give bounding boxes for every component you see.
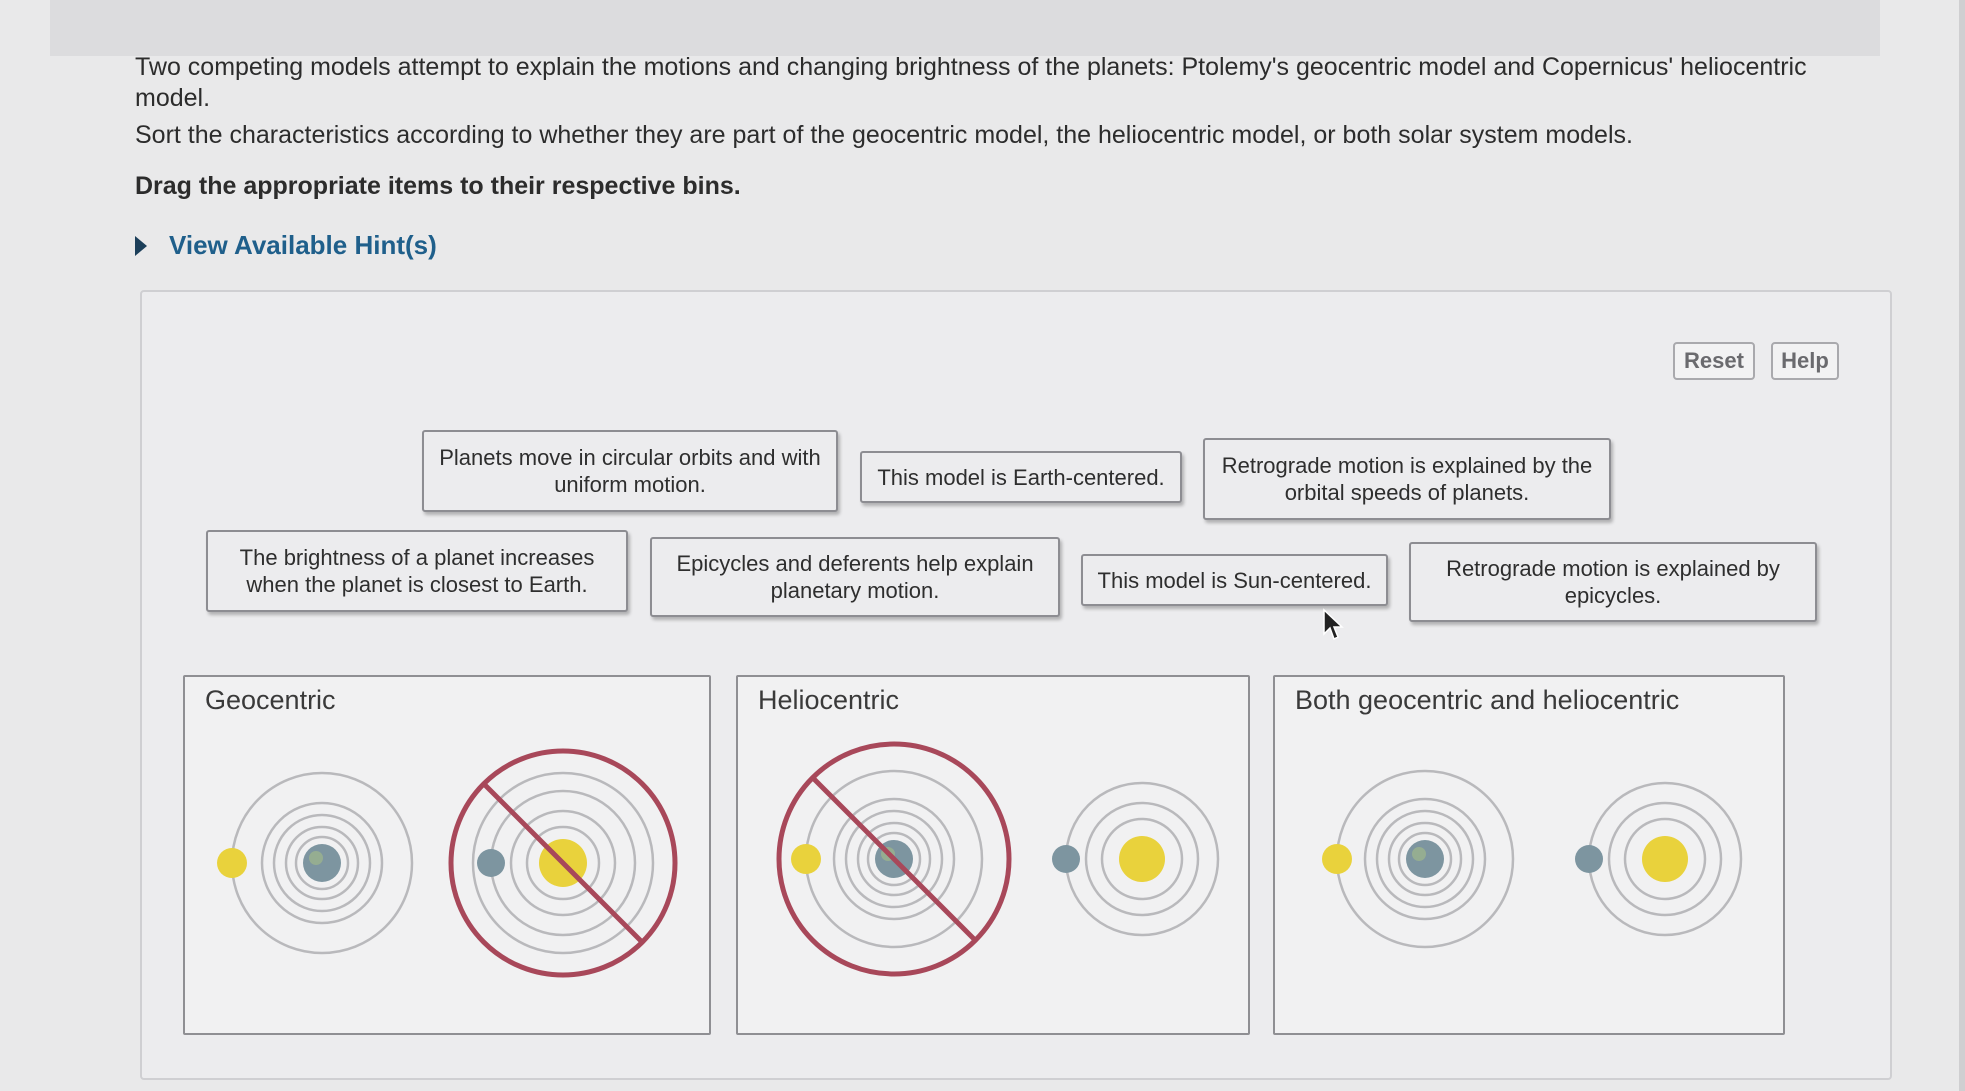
bin-geocentric[interactable]: Geocentric [183, 675, 711, 1035]
caret-right-icon [135, 235, 147, 256]
top-toolbar-strip [50, 0, 1880, 56]
instructions: Two competing models attempt to explain … [135, 52, 1875, 151]
mouse-pointer-icon [1323, 608, 1344, 641]
both-diagrams [1322, 769, 1743, 949]
drag-item-retrograde-epicycles[interactable]: Retrograde motion is explained by epicyc… [1409, 542, 1817, 622]
instruction-line-2: Sort the characteristics according to wh… [135, 121, 1633, 149]
bin-geocentric-label: Geocentric [205, 685, 336, 715]
bin-both-label: Both geocentric and heliocentric [1295, 685, 1680, 715]
reset-button[interactable]: Reset [1673, 342, 1755, 380]
sun-centered-no-icon [448, 748, 678, 978]
view-hints-toggle[interactable]: View Available Hint(s) [135, 230, 437, 261]
drag-item-sun-centered[interactable]: This model is Sun-centered. [1081, 554, 1388, 606]
earth-centered-no-icon [776, 741, 1012, 977]
drag-item-orbital-speeds[interactable]: Retrograde motion is explained by the or… [1203, 438, 1611, 520]
help-button[interactable]: Help [1771, 342, 1839, 380]
drag-item-earth-centered[interactable]: This model is Earth-centered. [860, 451, 1182, 503]
instruction-line-1: Two competing models attempt to explain … [135, 53, 1807, 112]
heliocentric-diagrams [776, 741, 1220, 977]
sun-centered-system-icon [1575, 781, 1743, 937]
drag-instruction: Drag the appropriate items to their resp… [135, 172, 741, 200]
earth-centered-system-icon [1322, 769, 1515, 949]
drag-item-epicycles-deferents[interactable]: Epicycles and deferents help explain pla… [650, 537, 1060, 617]
window-edge [1959, 0, 1965, 1091]
drag-item-brightness[interactable]: The brightness of a planet increases whe… [206, 530, 628, 612]
earth-centered-system-icon [217, 771, 414, 955]
sun-centered-system-icon [1052, 781, 1220, 937]
bin-both[interactable]: Both geocentric and heliocentric [1273, 675, 1785, 1035]
bin-heliocentric-label: Heliocentric [758, 685, 900, 715]
geocentric-diagrams [217, 748, 678, 978]
bin-heliocentric[interactable]: Heliocentric [736, 675, 1250, 1035]
view-hints-label: View Available Hint(s) [169, 230, 437, 260]
drag-item-circular-orbits[interactable]: Planets move in circular orbits and with… [422, 430, 838, 512]
